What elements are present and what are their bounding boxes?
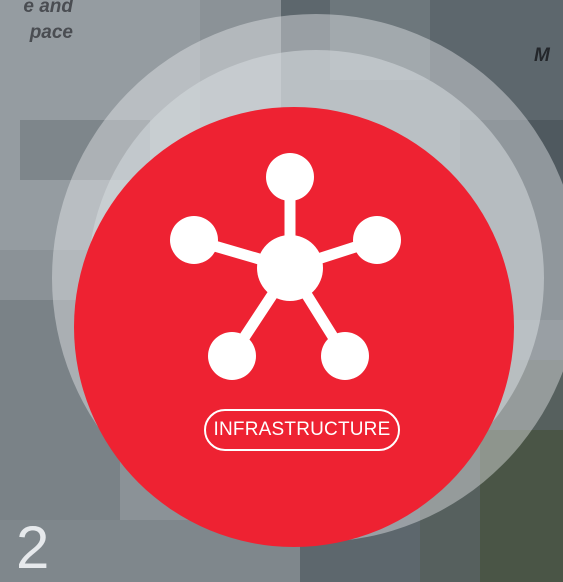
corner-number: 2 <box>16 514 50 581</box>
infrastructure-label-text: INFRASTRUCTURE <box>213 419 391 440</box>
left-caption-line-1: e and <box>23 0 73 17</box>
right-caption: M <box>534 45 550 66</box>
left-caption-line-2: pace <box>29 22 73 43</box>
infrastructure-label: INFRASTRUCTURE <box>204 409 400 451</box>
left-caption: e and pace <box>23 0 73 46</box>
network-hub-icon <box>170 153 401 380</box>
